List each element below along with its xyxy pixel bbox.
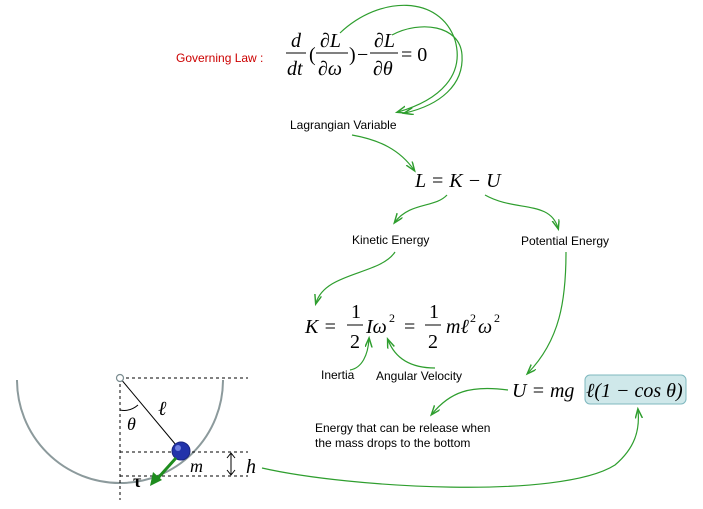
kf-equals: = (404, 316, 415, 338)
arrow-to-energy-note (432, 387, 509, 414)
gl-equals-zero: = 0 (401, 44, 427, 66)
arrow-to-kinetic-energy (395, 194, 448, 222)
gl-dl-numerator-1: ∂L (320, 30, 341, 52)
gl-dl-numerator-2: ∂L (374, 30, 395, 52)
pendulum-torque-symbol: τ (133, 471, 142, 491)
angle-arc (119, 404, 139, 411)
lagrangian-equation: L = K − U (414, 170, 502, 192)
kf-i-omega: Iω (365, 316, 387, 338)
pendulum-length-symbol: ℓ (158, 398, 167, 420)
torque-arrowhead (150, 472, 162, 486)
arrow-to-lagrangian-equation (351, 134, 414, 170)
potential-energy-label: Potential Energy (521, 234, 609, 248)
potential-formula-highlight (584, 374, 687, 405)
pendulum-angle-symbol: θ (127, 414, 136, 434)
arrow-inertia-to-i (349, 339, 369, 371)
kinetic-energy-formula: K = 1 2 Iω 2 = 1 2 mℓ 2 ω 2 (304, 301, 500, 353)
arrow-to-potential-formula (528, 251, 567, 373)
pf-highlighted-term: ℓ(1 − cos θ) (586, 380, 683, 402)
kinetic-energy-label: Kinetic Energy (352, 233, 429, 247)
kf-frac1-num: 1 (351, 301, 361, 323)
kf-lhs: K = (304, 316, 337, 338)
arrow-dl-dtheta-to-lagrangian (391, 26, 463, 113)
arrow-angular-velocity-to-omega (388, 340, 436, 369)
height-marker-bottom-arrow (226, 469, 236, 476)
arrow-height-to-potential-term (261, 410, 638, 488)
gl-dt-denominator: dt (287, 58, 303, 80)
bob-highlight (175, 445, 181, 451)
kf-omega: ω (478, 316, 492, 338)
gl-dw-denominator: ∂ω (318, 58, 342, 80)
kf-ell-exponent: 2 (470, 311, 476, 325)
kf-m-ell: mℓ (446, 316, 469, 338)
pendulum-rod (119, 377, 182, 452)
gl-d-numerator: d (291, 30, 302, 52)
kf-omega-exponent: 2 (494, 311, 500, 325)
lagrangian-variable-label: Lagrangian Variable (290, 118, 397, 132)
kf-i-omega-exponent: 2 (389, 311, 395, 325)
kf-frac2-num: 1 (429, 301, 439, 323)
gl-dtheta-denominator: ∂θ (373, 58, 393, 80)
arrow-to-potential-energy (484, 194, 558, 228)
angular-velocity-label: Angular Velocity (376, 369, 462, 383)
height-marker-top-arrow (226, 452, 236, 459)
governing-law-label: Governing Law : (176, 51, 263, 65)
pf-lhs: U = mg (512, 380, 574, 402)
arrow-to-kinetic-formula (316, 251, 396, 303)
arrow-dl-dw-to-lagrangian (339, 4, 458, 112)
gl-open-paren: ( (309, 44, 316, 66)
kf-frac1-den: 2 (350, 331, 360, 353)
pendulum-height-symbol: h (246, 456, 256, 478)
gl-minus: − (357, 44, 368, 66)
gl-close-paren: ) (349, 44, 356, 66)
pendulum-mass-symbol: m (190, 456, 203, 476)
energy-note-line-2: the mass drops to the bottom (315, 436, 470, 450)
kf-frac2-den: 2 (428, 331, 438, 353)
inertia-label: Inertia (321, 368, 355, 382)
torque-arrow-shaft (156, 456, 178, 480)
pivot-point (115, 373, 125, 383)
energy-note-line-1: Energy that can be release when (315, 421, 490, 435)
governing-law-equation: d dt ( ∂L ∂ω ) − ∂L ∂θ = 0 (286, 30, 427, 80)
